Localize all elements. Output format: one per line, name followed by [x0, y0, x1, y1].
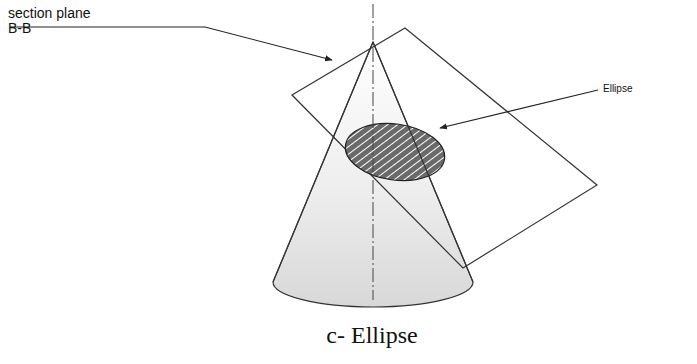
cone-edge	[273, 42, 373, 282]
section-label: Ellipse	[603, 83, 632, 94]
leader-line	[10, 27, 332, 60]
plane-label: section plane B-B	[8, 6, 100, 37]
cone-axis	[373, 4, 374, 300]
leader-line	[440, 90, 598, 128]
section-plane	[292, 28, 597, 268]
figure-caption: c- Ellipse	[326, 322, 417, 349]
ellipse-section	[342, 117, 449, 186]
cone-edge	[373, 42, 473, 282]
